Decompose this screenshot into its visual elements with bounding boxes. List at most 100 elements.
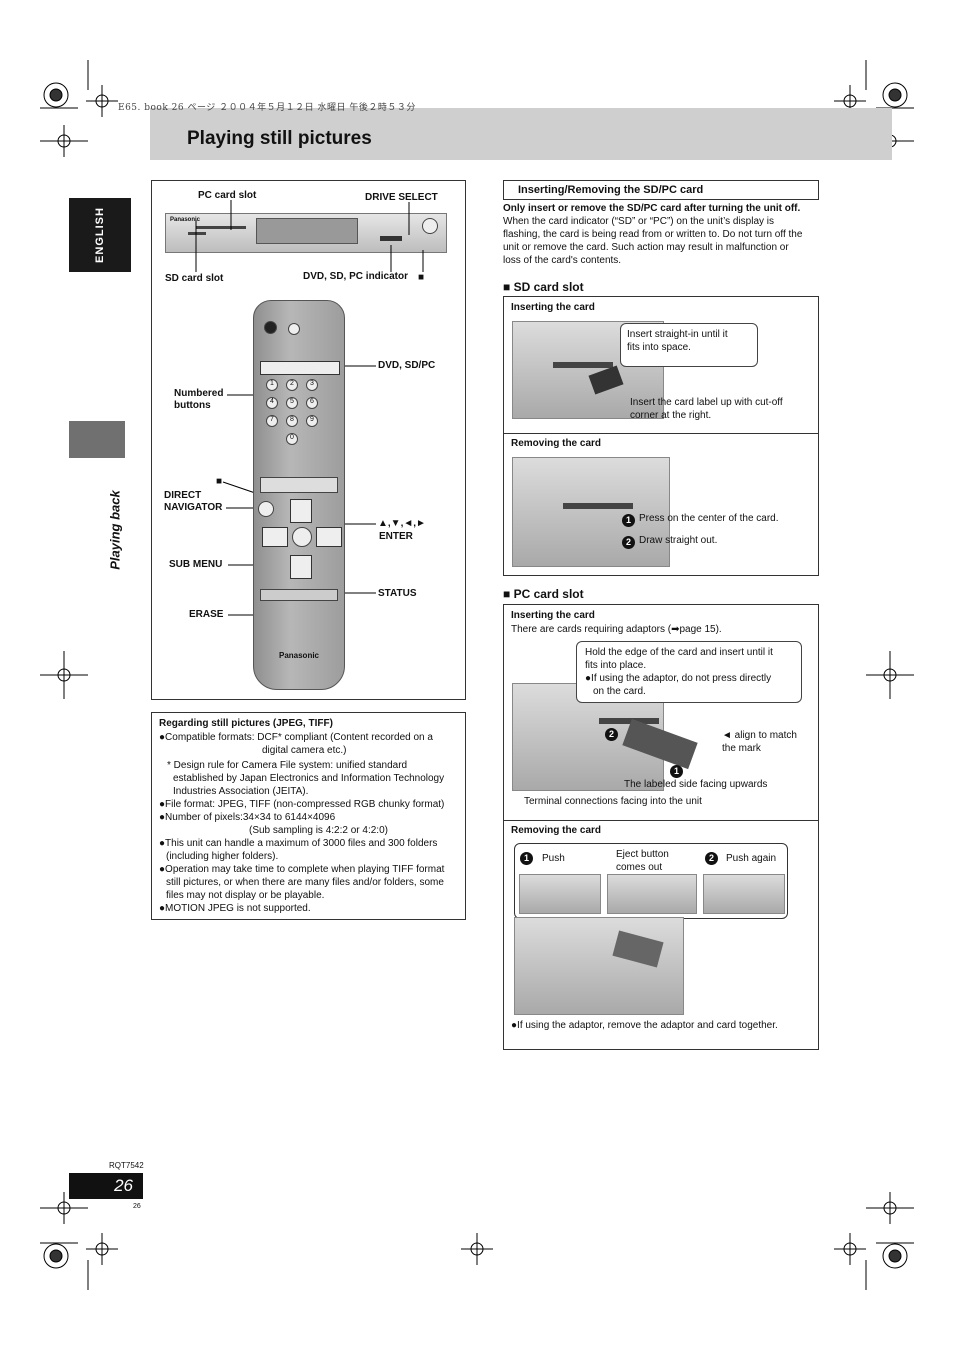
callout-text: ●If using the adaptor, do not press dire… <box>585 673 772 684</box>
key-1: 1 <box>266 379 278 391</box>
pc-align-note: ◄ align to match the mark <box>722 729 797 755</box>
sd-slot-graphic <box>553 362 613 368</box>
note-text: corner at the right. <box>630 410 712 421</box>
push-label: Push <box>542 853 565 864</box>
sd-card-graphic <box>588 365 624 395</box>
pc-adaptor-note: There are cards requiring adaptors (➡pag… <box>511 624 722 635</box>
up-arrow-icon <box>290 499 312 523</box>
label-enter: ENTER <box>379 531 413 542</box>
list-item: established by Japan Electronics and Inf… <box>173 773 445 784</box>
callout-text: Hold the edge of the card and insert unt… <box>585 647 773 658</box>
status-row <box>260 589 338 601</box>
label-sd-card-slot: SD card slot <box>165 273 224 284</box>
drive-select-button <box>380 236 402 241</box>
sd-step-1: Press on the center of the card. <box>639 513 779 524</box>
callout-text: fits into place. <box>585 660 647 671</box>
page-title: Playing still pictures <box>187 128 372 149</box>
sd-card-slot-heading: ■ SD card slot <box>503 280 584 294</box>
direction-pad <box>262 499 342 579</box>
still-pictures-title: Regarding still pictures (JPEG, TIFF) <box>159 718 333 729</box>
label-pc-card-slot: PC card slot <box>198 190 257 201</box>
list-item: * Design rule for Camera File system: un… <box>167 760 408 771</box>
key-4: 4 <box>266 397 278 409</box>
section-title-box: Inserting/Removing the SD/PC card <box>503 180 819 200</box>
list-item: digital camera etc.) <box>262 745 347 756</box>
down-arrow-icon <box>290 555 312 579</box>
label-dvd-sdpc: DVD, SD/PC <box>378 360 436 371</box>
page-number-tab: 26 <box>69 1173 143 1199</box>
tv-power-button <box>288 323 300 335</box>
eject-label: Eject button comes out <box>616 848 669 874</box>
step-2-icon: 2 <box>622 536 635 549</box>
pc-card-graphic <box>622 718 698 770</box>
eject-text: comes out <box>616 862 663 873</box>
pc-insert-callout: Hold the edge of the card and insert unt… <box>576 641 802 703</box>
label-erase: ERASE <box>189 609 224 620</box>
step-1-icon: 1 <box>520 852 533 865</box>
sd-slot-graphic <box>563 503 633 509</box>
note-text: the mark <box>722 743 761 754</box>
transport-buttons <box>260 477 338 493</box>
sd-card-box: Inserting the card Insert straight-in un… <box>503 296 819 576</box>
remote-control: 1 2 3 4 5 6 7 8 9 0 Panasonic <box>253 300 345 690</box>
direct-navigator-button <box>258 501 274 517</box>
small-page-number: 26 <box>133 1203 141 1210</box>
pc-remove-photo <box>514 917 684 1015</box>
still-pictures-list: ●Compatible formats: DCF* compliant (Con… <box>159 731 464 915</box>
label-stop-device: ■ <box>418 272 425 283</box>
callout-text: fits into space. <box>627 342 691 353</box>
eject-text: Eject button <box>616 849 669 860</box>
list-item: ●MOTION JPEG is not supported. <box>159 903 311 914</box>
step-2-icon: 2 <box>605 728 618 741</box>
label-numbered-buttons: Numbered buttons <box>174 388 224 411</box>
key-6: 6 <box>306 397 318 409</box>
print-note: E65. book 26 ページ ２００４年５月１２日 水曜日 午後２時５３分 <box>118 103 416 113</box>
right-arrow-icon <box>316 527 342 547</box>
list-item: ●Operation may take time to complete whe… <box>159 864 445 875</box>
pc-terminal-note: Terminal connections facing into the uni… <box>524 796 702 807</box>
warning-line: flashing, the card is being read from or… <box>503 229 803 240</box>
push-again-photo <box>703 874 785 914</box>
language-tab: ENGLISH <box>69 198 131 272</box>
label-stop-remote: ■ <box>216 476 223 487</box>
model-number: RQT7542 <box>109 1161 144 1170</box>
warning-line: loss of the card's contents. <box>503 255 622 266</box>
still-pictures-box: Regarding still pictures (JPEG, TIFF) ●C… <box>151 712 466 920</box>
key-8: 8 <box>286 415 298 427</box>
sd-step-2: Draw straight out. <box>639 535 718 546</box>
left-arrow-icon <box>262 527 288 547</box>
label-status: STATUS <box>378 588 417 599</box>
list-item: ●File format: JPEG, TIFF (non-compressed… <box>159 799 445 810</box>
pc-labeled-side: The labeled side facing upwards <box>624 779 768 790</box>
list-item: ●Compatible formats: DCF* compliant (Con… <box>159 732 433 743</box>
pc-card-slot-graphic <box>196 226 246 229</box>
numbered-keypad: 1 2 3 4 5 6 7 8 9 0 <box>262 377 318 447</box>
list-item: files may not display or be playable. <box>166 890 325 901</box>
step-2-icon: 2 <box>705 852 718 865</box>
eject-photo <box>607 874 697 914</box>
pc-card-graphic <box>612 930 664 968</box>
list-item: (Sub sampling is 4:2:2 or 4:2:0) <box>249 825 388 836</box>
sd-label-note: Insert the card label up with cut-off co… <box>630 396 783 422</box>
list-item: (including higher folders). <box>166 851 279 862</box>
sd-card-slot-graphic <box>188 232 206 235</box>
section-marker <box>69 421 125 458</box>
list-item: Industries Association (JEITA). <box>173 786 309 797</box>
pc-card-slot-heading: ■ PC card slot <box>503 587 584 601</box>
device-brand: Panasonic <box>170 217 201 223</box>
key-9: 9 <box>306 415 318 427</box>
step-1-icon: 1 <box>622 514 635 527</box>
label-sub-menu: SUB MENU <box>169 559 223 570</box>
timer-erase-row <box>260 613 336 633</box>
remote-brand: Panasonic <box>278 651 319 660</box>
controls-diagram <box>151 180 466 700</box>
key-2: 2 <box>286 379 298 391</box>
label-drive-select: DRIVE SELECT <box>365 192 438 203</box>
label-indicator: DVD, SD, PC indicator <box>303 271 409 282</box>
callout-text: Insert straight-in until it <box>627 329 728 340</box>
pc-inserting-heading: Inserting the card <box>511 610 595 621</box>
key-0: 0 <box>286 433 298 445</box>
section-title: Inserting/Removing the SD/PC card <box>518 184 704 196</box>
pc-remove-note: ●If using the adaptor, remove the adapto… <box>511 1020 778 1031</box>
